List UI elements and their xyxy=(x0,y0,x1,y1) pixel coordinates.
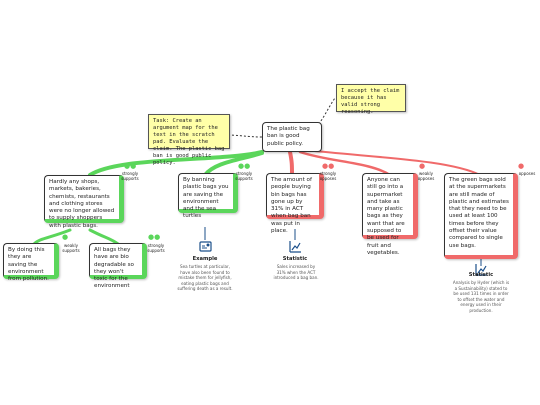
accept-note[interactable]: I accept the claim because it has valid … xyxy=(336,84,406,115)
evidence-title: Statistic xyxy=(468,272,494,278)
strength-dots: ●● xyxy=(124,162,137,170)
example-icon xyxy=(199,241,212,252)
accept-note-text: I accept the claim because it has valid … xyxy=(341,88,400,115)
reason-box[interactable]: The amount of people buying bin bags has… xyxy=(266,173,324,234)
reason-box[interactable]: The green bags sold at the supermarkets … xyxy=(444,173,518,259)
strength-tag: strongly supports xyxy=(121,171,139,181)
sub-reason-text: All bags they have are bio degradable so… xyxy=(94,247,134,290)
evidence-text: Analysis by Hyder (which is a Sustainabi… xyxy=(452,280,510,313)
evidence-links xyxy=(204,227,482,266)
evidence-text: Sea turtles at particular, have also bee… xyxy=(177,264,233,292)
sub-reason-box[interactable]: By doing this they are saving the enviro… xyxy=(3,243,59,283)
task-note-text: Task: Create an argument map for the tex… xyxy=(153,118,225,166)
evidence-title: Example xyxy=(192,256,218,262)
note-connectors xyxy=(227,97,336,138)
claim-text: The plastic bag ban is good public polic… xyxy=(267,126,310,147)
strength-tag: opposes xyxy=(518,171,536,176)
reason-box[interactable]: Anyone can still go into a supermarket a… xyxy=(362,173,418,256)
reason-box[interactable]: Hardly any shops, markets, bakeries, che… xyxy=(44,175,124,229)
sub-reason-box[interactable]: All bags they have are bio degradable so… xyxy=(89,243,147,289)
strength-tag: weakly supports xyxy=(62,243,80,253)
reason-text: The amount of people buying bin bags has… xyxy=(271,177,312,235)
strength-tag: weakly opposes xyxy=(417,171,435,181)
evidence-title: Statistic xyxy=(282,256,308,262)
sub-reason-text: By doing this they are saving the enviro… xyxy=(8,247,49,283)
strength-dots: ● xyxy=(62,233,69,241)
strength-tag: strongly supports xyxy=(147,243,165,253)
statistic-icon xyxy=(475,264,487,276)
strength-tag: strongly supports xyxy=(235,171,253,181)
task-note[interactable]: Task: Create an argument map for the tex… xyxy=(148,114,230,166)
reason-box[interactable]: By banning plastic bags you are saving t… xyxy=(178,173,238,219)
claim-box[interactable]: The plastic bag ban is good public polic… xyxy=(262,122,322,152)
statistic-icon xyxy=(289,241,301,253)
reason-text: Hardly any shops, markets, bakeries, che… xyxy=(49,179,115,229)
reason-text: By banning plastic bags you are saving t… xyxy=(183,177,229,220)
reason-text: The green bags sold at the supermarkets … xyxy=(449,177,509,249)
strength-dots: ●● xyxy=(322,162,335,170)
strength-dots: ● xyxy=(518,162,525,170)
reason-text: Anyone can still go into a supermarket a… xyxy=(367,177,405,256)
strength-dots: ●● xyxy=(238,162,251,170)
strength-tag: strongly opposes xyxy=(319,171,337,181)
strength-dots: ●● xyxy=(148,233,161,241)
support-links xyxy=(32,150,264,246)
oppose-links xyxy=(288,149,481,177)
strength-dots: ● xyxy=(419,162,426,170)
evidence-text: Sales increased by 31% when the ACT intr… xyxy=(273,264,319,281)
